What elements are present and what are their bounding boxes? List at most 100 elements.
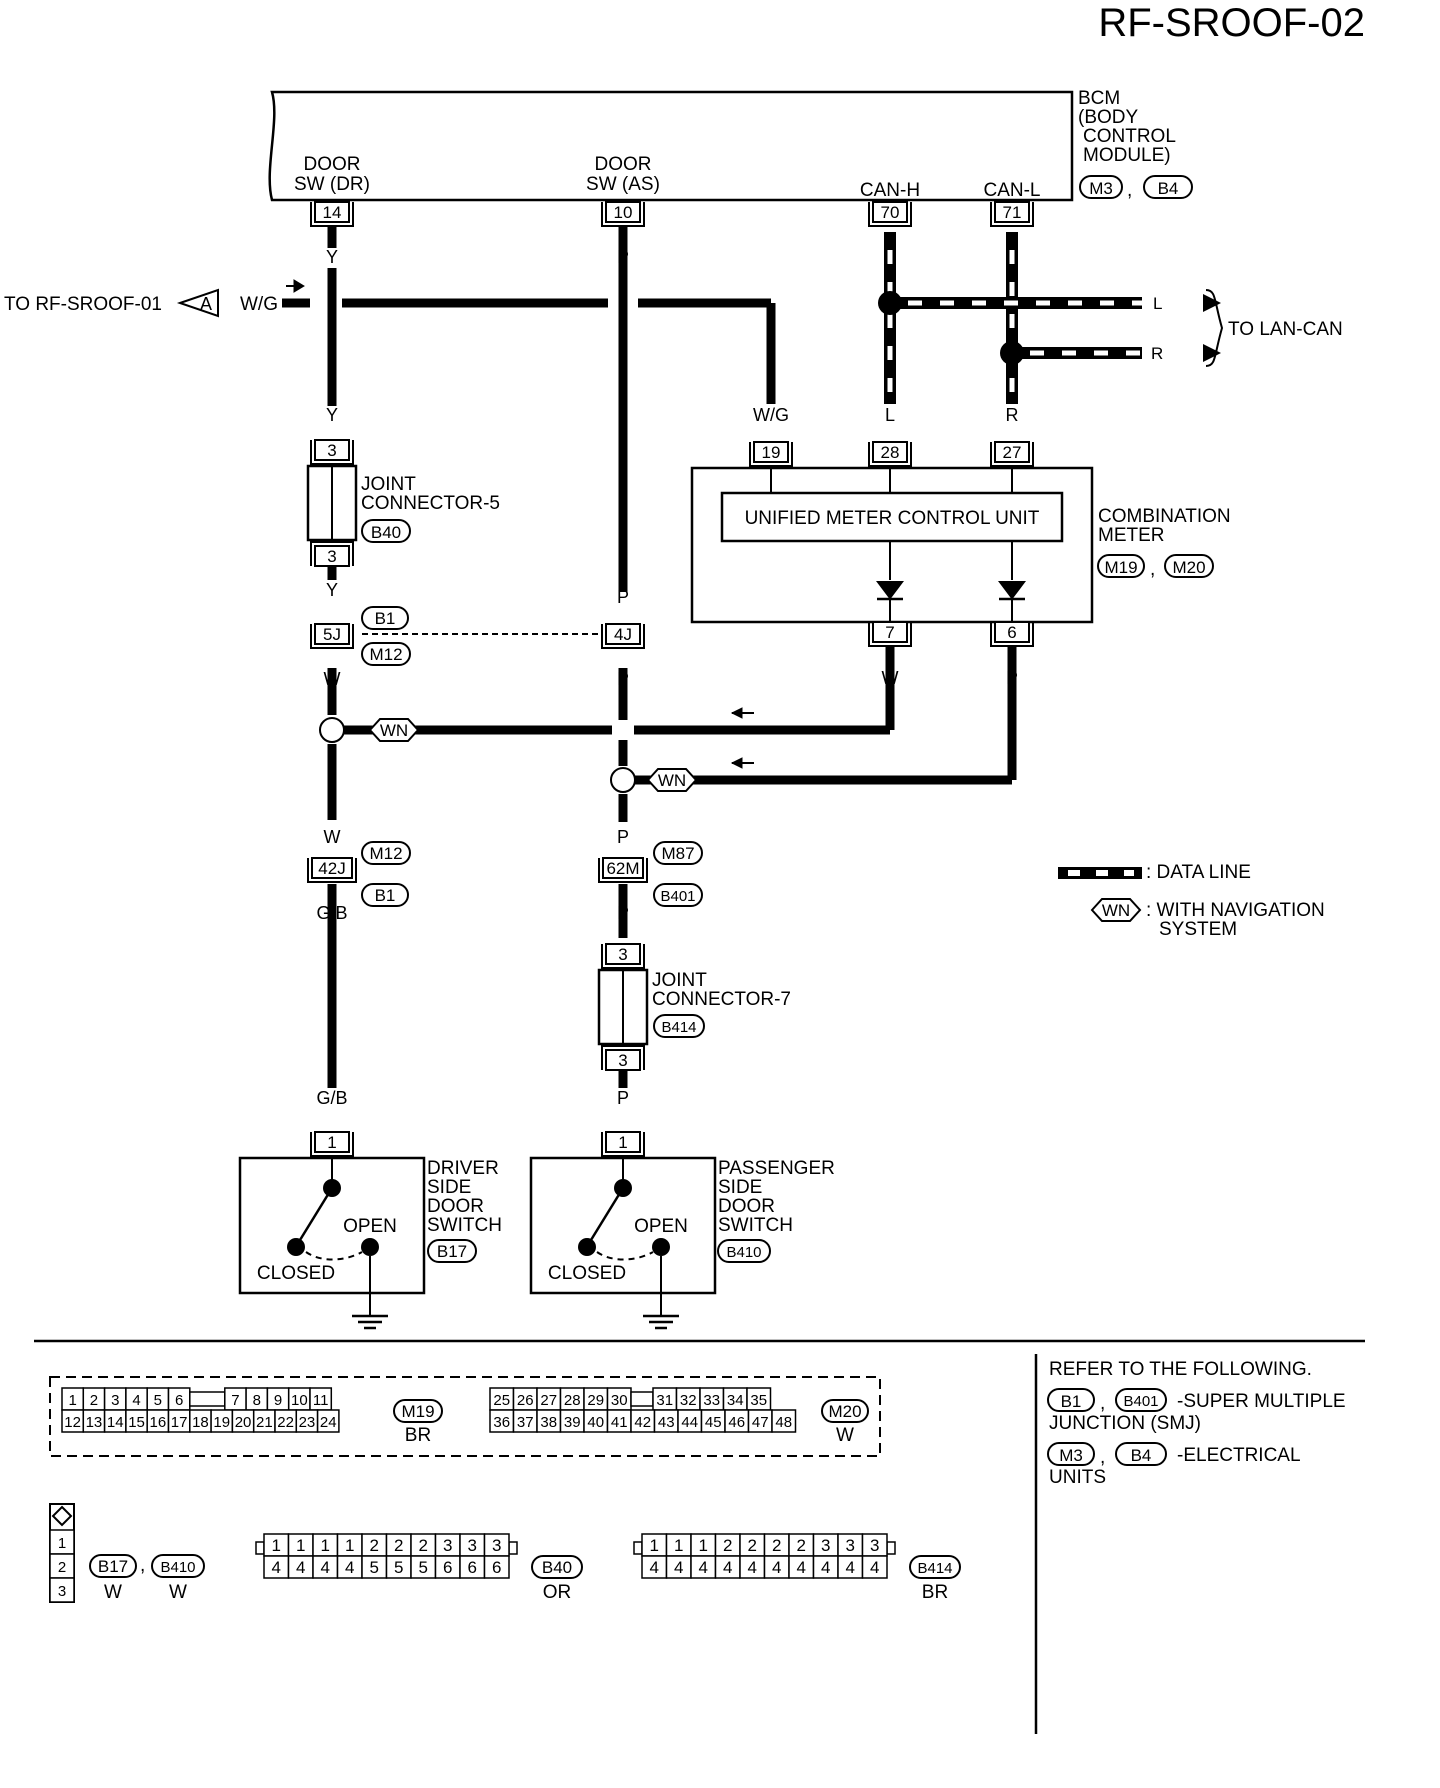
passenger-door-switch-contact-arm [589,1187,625,1241]
passenger-switch-pin-pin [605,1131,641,1153]
smj-upper-tag-b1: B1 [361,606,409,630]
signal-arrow-p [730,757,743,769]
unified-meter-unit [720,491,1064,543]
svg-text:M20: M20 [1172,558,1205,577]
connector-view-b40-cell: 5 [394,1558,403,1577]
svg-text:MODULE): MODULE) [1083,145,1171,166]
smj-lower-right-tag-m87-text: M87 [661,844,694,863]
connector-view-m20-cell: 47 [752,1414,769,1431]
bcm-pin-can-h: 70 [868,201,912,227]
connector-view-b40-cell: 4 [296,1558,305,1577]
connector-view-m19-cell: 10 [291,1392,308,1409]
svg-text:B401: B401 [1123,1393,1158,1410]
connector-view-b410-tag: B410 [151,1554,205,1578]
svg-text:-ELECTRICAL: -ELECTRICAL [1177,1445,1301,1466]
wire-color-gb-2: G/B [316,1088,347,1108]
connector-view-b40-cell: 2 [394,1536,403,1555]
bcm-name: BCM (BODY CONTROL MODULE) [1078,88,1176,166]
wire-color-p-6: P [617,1088,629,1108]
meter-diode-6 [998,581,1026,600]
svg-text:B414: B414 [661,1019,696,1036]
offpage-arrow-icon [293,279,305,293]
passenger-switch-label: PASSENGER SIDE DOOR SWITCH B410 [717,1158,835,1263]
bcm-pin-door-as-pin [605,201,641,223]
svg-text:JOINT: JOINT [652,970,707,991]
passenger-switch-pin: 1 [601,1131,645,1157]
bcm-term-label-door-dr-1: DOOR [304,154,361,175]
legend-data-line-symbol [1058,867,1142,879]
legend-wn-text-1: : WITH NAVIGATION [1146,900,1325,921]
driver-door-switch-closed: CLOSED [257,1263,335,1284]
smj-pin-42j: 42J [307,857,357,883]
bcm-pin-can-h-shell [868,202,912,227]
connector-view-m20-cell: 28 [564,1392,581,1409]
refer-block: REFER TO THE FOLLOWING. B1 , B401 -SUPER… [1047,1359,1346,1488]
connector-view-b40-cell: 6 [468,1558,477,1577]
connector-view-b414-cell: 4 [674,1558,683,1577]
connector-view-b40-tag: B40 [531,1555,583,1579]
connector-view-m19-cell: 14 [107,1414,124,1431]
connector-view-b17-tag-text: B17 [98,1557,128,1576]
bcm-pin-can-l-number: 71 [1003,203,1022,222]
connector-view-m20-cell: 32 [680,1392,697,1409]
connector-view-b40-cell: 6 [492,1558,501,1577]
connector-view-b40-cell: 2 [370,1536,379,1555]
connector-view-b17-tag: B17 [89,1554,137,1578]
connector-view-m20-cell: 36 [493,1414,510,1431]
joint5-pin-top-shell [310,440,354,465]
passenger-door-switch-dashed-arc [596,1251,654,1261]
connector-view-b40-cell: 4 [321,1558,330,1577]
smj-pin-5j-shell [310,624,354,649]
svg-text:WN: WN [1102,901,1130,920]
joint-connector-7: JOINT CONNECTOR-7 B414 [652,970,791,1038]
smj-pin-62m-number: 62M [606,859,639,878]
connector-view-b40-cell: 1 [345,1536,354,1555]
connector-view-m19-cell: 20 [235,1414,252,1431]
connector-view-m19-color: BR [405,1425,431,1446]
signal-arrow-w [730,707,743,719]
connector-view-m20-cell: 44 [681,1414,698,1431]
connector-b17-cell: 2 [58,1559,66,1576]
smj-pin-42j-pin [311,857,353,879]
connector-view-m20-cell: 42 [634,1414,651,1431]
connector-view-m20-cell: 38 [540,1414,557,1431]
smj-pin-5j-number: 5J [323,625,341,644]
lan-can-reference: L R TO LAN-CAN [1151,289,1343,367]
svg-text:B4: B4 [1131,1446,1152,1465]
lan-l-label: L [1153,294,1162,313]
meter-pin-6-number: 6 [1007,623,1016,642]
driver-door-switch-open: OPEN [343,1216,397,1237]
smj-pin-4j-number: 4J [614,625,632,644]
svg-text:M19: M19 [1104,558,1137,577]
driver-switch-pin: 1 [310,1131,354,1157]
connector-view-b40-cell: 3 [443,1536,452,1555]
connector-view-b414-cell: 4 [699,1558,708,1577]
bcm-term-label-door-as-1: DOOR [595,154,652,175]
svg-text:B4: B4 [1158,179,1179,198]
meter-pin-27-number: 27 [1003,443,1022,462]
meter-pin-19-number: 19 [762,443,781,462]
lan-arrow-r-icon [1203,344,1221,362]
connector-view-b414-cell: 4 [821,1558,830,1577]
bcm-pin-can-l-shell [990,202,1034,227]
wire-color-w-2: W [324,827,341,847]
wire-color-y-top: Y [326,247,338,267]
connector-view-m20-cell: 25 [493,1392,510,1409]
connector-view-b414-cell: 4 [772,1558,781,1577]
svg-text:DOOR: DOOR [427,1196,484,1217]
svg-text:M3: M3 [1089,179,1113,198]
smj-pin-4j-shell [601,624,645,649]
svg-text:PASSENGER: PASSENGER [718,1158,835,1179]
meter-pin-7-pin [872,621,908,643]
connector-view-m19-cell: 8 [253,1392,261,1409]
connector-view-b17-color: W [104,1582,122,1603]
wire-color-y-low: Y [326,580,338,600]
connector-view-m20-tag-text: M20 [828,1402,861,1421]
connector-view-m19-cell: 24 [320,1414,337,1431]
meter-pin-7: 7 [868,621,912,647]
connector-view-m19-cell: 18 [192,1414,209,1431]
connector-view-m20-cell: 33 [703,1392,720,1409]
